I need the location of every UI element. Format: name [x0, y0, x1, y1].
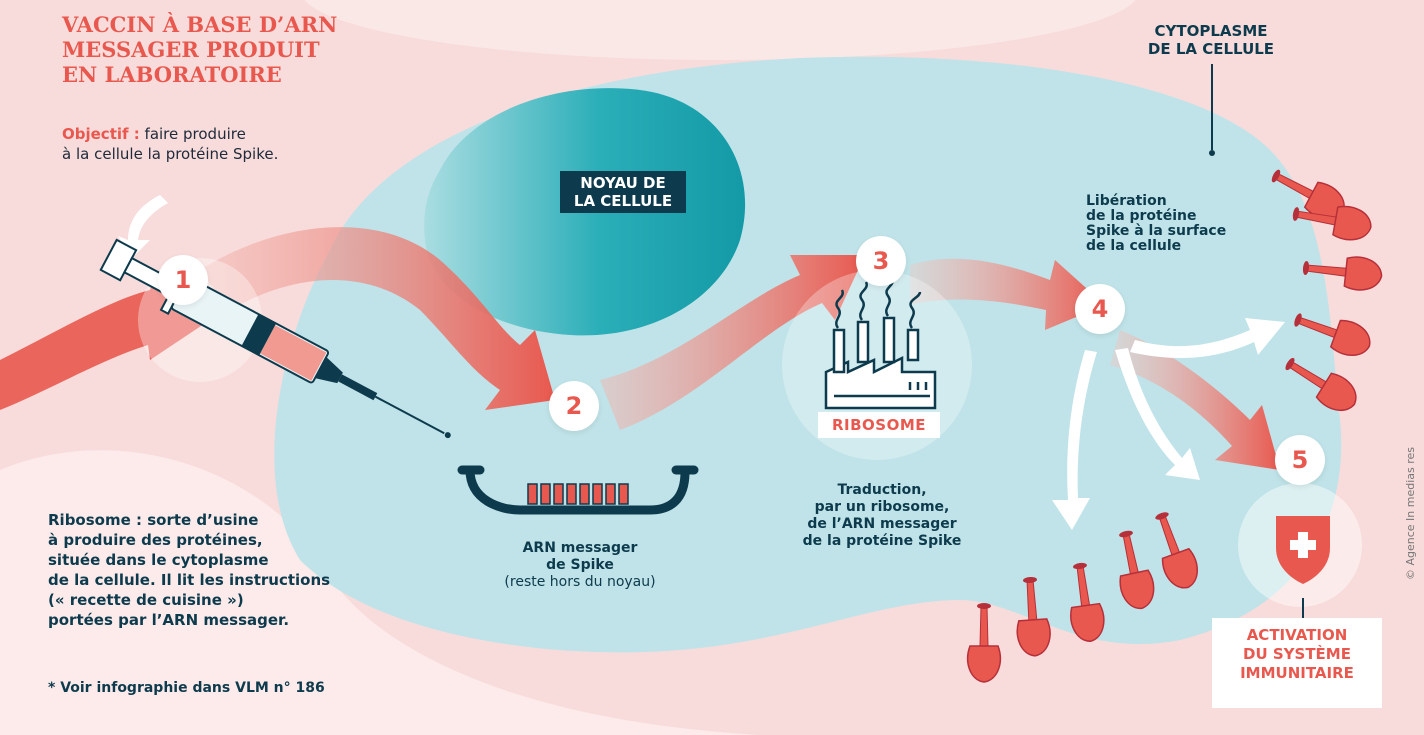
cytoplasm-label-line: CYTOPLASME	[1154, 22, 1268, 40]
flow-arrow-4-5	[1110, 330, 1280, 470]
flow-arrow-1	[0, 275, 210, 410]
release-caption-line: de la protéine	[1086, 208, 1197, 224]
ribosome-definition-line: (« recette de cuisine »)	[48, 591, 244, 609]
ribosome-definition-line: à produire des protéines,	[48, 531, 263, 549]
objective-line-1: faire produire	[139, 125, 246, 143]
spike-protein	[1292, 205, 1372, 241]
factory-icon	[824, 277, 937, 410]
title-line: EN LABORATOIRE	[62, 62, 282, 87]
ribosome-definition-line: sorte d’usine	[142, 511, 259, 529]
background-light-swirl	[0, 450, 760, 735]
mrna-caption-line-1: ARN messager	[522, 540, 638, 556]
spike-protein	[1119, 530, 1155, 610]
mrna-dish-icon	[457, 465, 699, 515]
nucleus-label-line: NOYAU DE	[580, 174, 666, 192]
activation-label: ACTIVATION DU SYSTÈME IMMUNITAIRE	[1212, 626, 1382, 683]
objective-label: Objectif :	[62, 125, 140, 143]
activation-line: IMMUNITAIRE	[1240, 664, 1354, 682]
nucleus-label: NOYAU DE LA CELLULE	[560, 171, 686, 213]
spike-protein	[1302, 256, 1383, 291]
main-title: VACCIN À BASE D’ARN MESSAGER PRODUIT EN …	[62, 12, 392, 87]
flow-arrow-3-4	[910, 258, 1105, 330]
step-2-badge: 2	[549, 381, 599, 431]
spike-protein	[1016, 576, 1051, 657]
title-line: VACCIN À BASE D’ARN	[62, 12, 338, 37]
white-arrow-top-curve	[118, 195, 168, 258]
step-4-badge: 4	[1075, 284, 1125, 334]
white-arrow-down-right	[1115, 348, 1200, 480]
spike-protein	[1285, 357, 1357, 412]
step-3-badge: 3	[856, 236, 906, 286]
release-caption-line: de la cellule	[1086, 238, 1182, 254]
step-1-badge: 1	[158, 255, 208, 305]
cytoplasm-label-line: DE LA CELLULE	[1147, 40, 1275, 58]
cytoplasm-pointer-dot	[1209, 150, 1215, 156]
activation-line: DU SYSTÈME	[1243, 645, 1351, 663]
ribosome-definition-line: portées par l’ARN messager.	[48, 611, 290, 629]
credit: © Agence In medias res	[1404, 446, 1417, 580]
flow-arrow-1-2	[200, 227, 555, 410]
translation-caption-line: de l’ARN messager	[807, 516, 957, 532]
step-5-badge: 5	[1275, 435, 1325, 485]
mrna-caption-line-3: (reste hors du noyau)	[504, 574, 656, 590]
cytoplasm-label: CYTOPLASME DE LA CELLULE	[1126, 22, 1296, 58]
title-line: MESSAGER PRODUIT	[62, 37, 320, 62]
activation-box	[1212, 618, 1382, 708]
nucleus-label-line: LA CELLULE	[573, 192, 673, 210]
translation-caption: Traduction, par un ribosome, de l’ARN me…	[782, 482, 982, 550]
release-caption: Libération de la protéine Spike à la sur…	[1086, 194, 1276, 254]
translation-caption-line: Traduction,	[837, 482, 927, 498]
ribosome-definition: Ribosome : sorte d’usine à produire des …	[48, 510, 368, 630]
shield-icon	[1276, 516, 1330, 584]
white-arrow-right	[1130, 318, 1285, 358]
mrna-caption-line-2: de Spike	[546, 557, 614, 573]
objective-text: Objectif : faire produire à la cellule l…	[62, 124, 362, 164]
activation-line: ACTIVATION	[1246, 626, 1348, 644]
white-arrow-down-left	[1052, 350, 1097, 530]
mrna-caption: ARN messager de Spike (reste hors du noy…	[480, 540, 680, 591]
spike-protein	[1070, 562, 1105, 643]
spike-protein	[1294, 313, 1371, 357]
ribosome-definition-line: située dans le cytoplasme	[48, 551, 269, 569]
background-pink-band	[304, 0, 1136, 60]
release-caption-line: Spike à la surface	[1086, 223, 1227, 239]
release-caption-line: Libération	[1086, 193, 1167, 209]
ribosome-definition-line: de la cellule. Il lit les instructions	[48, 571, 331, 589]
spike-protein	[1155, 512, 1199, 589]
ribosome-tag: RIBOSOME	[818, 412, 940, 438]
spike-protein	[966, 603, 1002, 683]
footnote: * Voir infographie dans VLM n° 186	[48, 680, 325, 696]
translation-caption-line: par un ribosome,	[814, 499, 950, 515]
translation-caption-line: de la protéine Spike	[802, 533, 962, 549]
spike-proteins	[966, 169, 1383, 683]
objective-line-2: à la cellule la protéine Spike.	[62, 145, 279, 163]
syringe-icon	[99, 238, 451, 439]
ribosome-definition-label: Ribosome :	[48, 511, 142, 529]
flow-arrow-2-3	[600, 255, 865, 430]
